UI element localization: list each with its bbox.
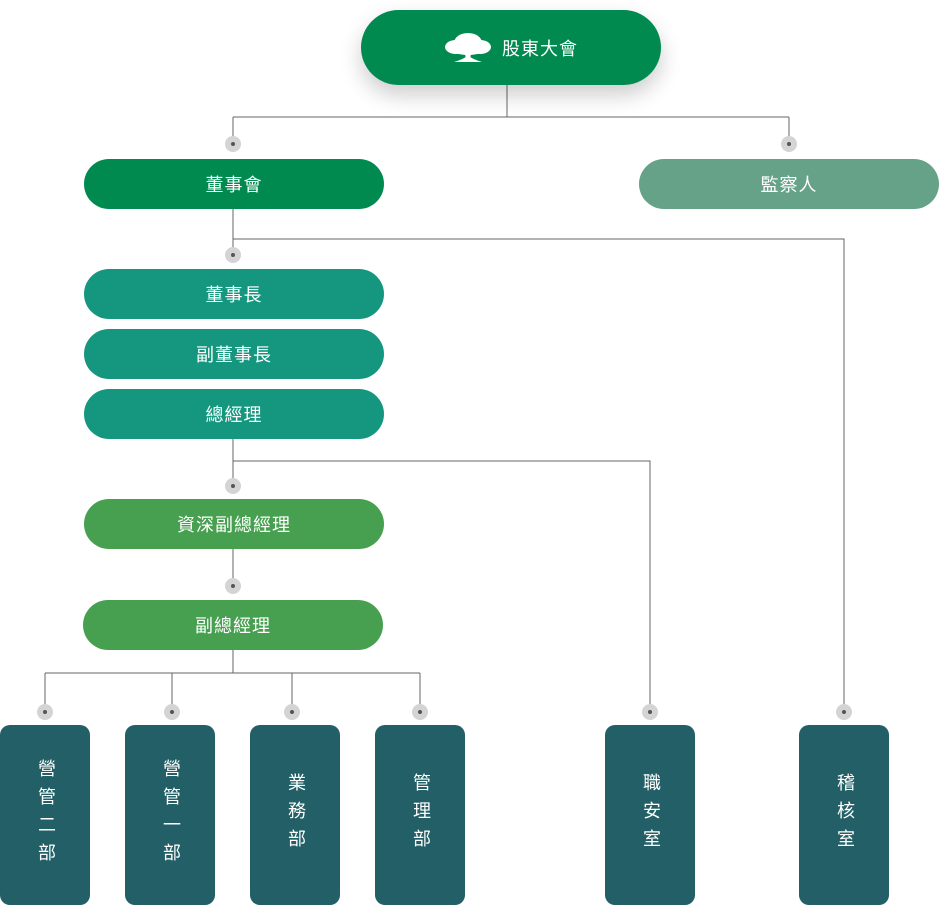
supervisor-node[interactable]: 監察人 [639, 159, 939, 209]
board-of-directors-node[interactable]: 董事會 [84, 159, 384, 209]
department-box[interactable]: 職安室 [605, 725, 695, 905]
shareholders-meeting-node[interactable]: 股東大會 [361, 10, 661, 85]
vice-chairman-label: 副董事長 [196, 345, 272, 366]
department-box[interactable]: 營管一部 [125, 725, 215, 905]
department-box[interactable]: 營管二部 [0, 725, 90, 905]
department-label: 稽核室 [834, 773, 855, 857]
president-label: 總經理 [205, 405, 263, 426]
department-box[interactable]: 稽核室 [799, 725, 889, 905]
tree-icon [445, 32, 491, 62]
board-of-directors-label: 董事會 [205, 175, 263, 196]
senior-vice-president-node[interactable]: 資深副總經理 [84, 499, 384, 549]
department-label: 管理部 [410, 773, 431, 857]
shareholders-meeting-label: 股東大會 [502, 38, 578, 60]
connector-vp-to-departments [44, 650, 421, 704]
department-box[interactable]: 業務部 [250, 725, 340, 905]
chairman-node[interactable]: 董事長 [84, 269, 384, 319]
chairman-label: 董事長 [205, 285, 263, 306]
connector-president-to-safety [233, 460, 651, 704]
supervisor-label: 監察人 [760, 175, 818, 196]
department-label: 營管一部 [160, 759, 181, 871]
vice-chairman-node[interactable]: 副董事長 [84, 329, 384, 379]
president-node[interactable]: 總經理 [84, 389, 384, 439]
department-label: 職安室 [640, 773, 661, 857]
department-label: 營管二部 [35, 759, 56, 871]
department-box[interactable]: 管理部 [375, 725, 465, 905]
connector-board-to-audit [233, 238, 845, 704]
senior-vice-president-label: 資深副總經理 [177, 515, 291, 536]
vice-president-label: 副總經理 [195, 616, 271, 637]
connector-top-to-level1 [232, 85, 790, 136]
department-label: 業務部 [285, 773, 306, 857]
vice-president-node[interactable]: 副總經理 [83, 600, 383, 650]
